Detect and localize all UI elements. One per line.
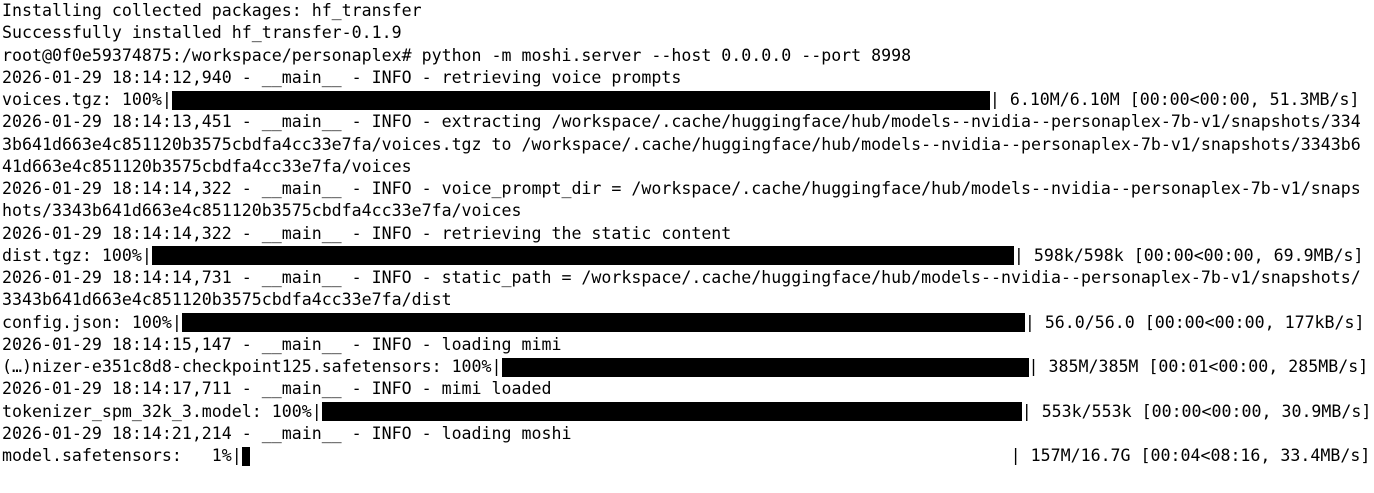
terminal-line-text: 2026-01-29 18:14:17,711 - __main__ - INF…: [2, 379, 552, 399]
terminal-line-text: 2026-01-29 18:14:13,451 - __main__ - INF…: [2, 112, 1361, 132]
terminal-line-text: 2026-01-29 18:14:14,322 - __main__ - INF…: [2, 223, 732, 243]
progress-bar-track: [181, 312, 1025, 334]
progress-bar-stats: 598k/598k [00:00<00:00, 69.9MB/s]: [1023, 245, 1364, 265]
terminal-line: 2026-01-29 18:14:15,147 - __main__ - INF…: [0, 334, 1374, 356]
progress-bar-row: config.json: 100%| | 56.0/56.0 [00:00<00:…: [0, 312, 1374, 334]
progress-bar-stats: | 157M/16.7G [00:04<08:16, 33.4MB/s]: [1010, 446, 1371, 465]
terminal-line: 2026-01-29 18:14:14,731 - __main__ - INF…: [0, 267, 1374, 289]
progress-bar-row: (…)nizer-e351c8d8-checkpoint125.safetens…: [0, 356, 1374, 378]
terminal-line-text: hots/3343b641d663e4c851120b3575cbdfa4cc3…: [2, 201, 522, 221]
terminal-line-text: 3343b641d663e4c851120b3575cbdfa4cc33e7fa…: [2, 290, 452, 310]
progress-bar-stats: 6.10M/6.10M [00:00<00:00, 51.3MB/s]: [999, 90, 1360, 109]
progress-bar-row: tokenizer_spm_32k_3.model: 100%| | 553k/5…: [0, 401, 1374, 423]
progress-bar-fill: [241, 446, 250, 466]
terminal-line: 3343b641d663e4c851120b3575cbdfa4cc33e7fa…: [0, 289, 1374, 311]
progress-bar-gap: [250, 445, 1011, 467]
progress-bar-fill: [501, 357, 1029, 377]
progress-bar-label: dist.tgz: 100%|: [2, 245, 152, 265]
terminal-line-text: Successfully installed hf_transfer-0.1.9: [2, 23, 402, 43]
progress-bar-end-pipe: |: [1021, 401, 1032, 421]
progress-bar-row: voices.tgz: 100%| | 6.10M/6.10M [00:00<00…: [0, 89, 1374, 111]
terminal-line: 2026-01-29 18:14:14,322 - __main__ - INF…: [0, 223, 1374, 245]
progress-bar-end-pipe: |: [989, 90, 1000, 109]
progress-bar-end-pipe: |: [1013, 245, 1024, 265]
progress-bar-track: [501, 356, 1029, 378]
terminal-line: root@0f0e59374875:/workspace/personaplex…: [0, 45, 1374, 67]
terminal-line: 2026-01-29 18:14:21,214 - __main__ - INF…: [0, 423, 1374, 445]
progress-bar-row: model.safetensors: 1%| | 157M/16.7G [00:0…: [0, 445, 1374, 467]
terminal-line: Successfully installed hf_transfer-0.1.9: [0, 22, 1374, 44]
progress-bar-label: model.safetensors: 1%|: [2, 446, 242, 465]
terminal-line-text: Installing collected packages: hf_transf…: [2, 1, 422, 20]
progress-bar-fill: [171, 90, 990, 110]
progress-bar-track: [241, 445, 250, 467]
progress-bar-end-pipe: |: [1024, 312, 1035, 332]
terminal-line: 2026-01-29 18:14:13,451 - __main__ - INF…: [0, 111, 1374, 133]
progress-bar-stats: 56.0/56.0 [00:00<00:00, 177kB/s]: [1034, 312, 1365, 332]
terminal-line: 3b641d663e4c851120b3575cbdfa4cc33e7fa/vo…: [0, 134, 1374, 156]
terminal-line-text: root@0f0e59374875:/workspace/personaplex…: [2, 45, 912, 65]
terminal-line-text: 41d663e4c851120b3575cbdfa4cc33e7fa/voice…: [2, 156, 412, 176]
terminal-line-text: 2026-01-29 18:14:21,214 - __main__ - INF…: [2, 423, 572, 443]
progress-bar-stats: 553k/553k [00:00<00:00, 30.9MB/s]: [1031, 401, 1372, 421]
terminal-line-text: 2026-01-29 18:14:14,731 - __main__ - INF…: [2, 268, 1361, 287]
terminal-line: 2026-01-29 18:14:12,940 - __main__ - INF…: [0, 67, 1374, 89]
progress-bar-label: config.json: 100%|: [2, 312, 182, 332]
terminal-line-text: 3b641d663e4c851120b3575cbdfa4cc33e7fa/vo…: [2, 134, 1361, 154]
terminal-line-text: 2026-01-29 18:14:15,147 - __main__ - INF…: [2, 334, 562, 354]
progress-bar-track: [151, 245, 1014, 267]
progress-bar-label: (…)nizer-e351c8d8-checkpoint125.safetens…: [2, 357, 502, 376]
progress-bar-fill: [151, 246, 1014, 266]
progress-bar-label: voices.tgz: 100%|: [2, 90, 172, 109]
terminal-line: 2026-01-29 18:14:17,711 - __main__ - INF…: [0, 378, 1374, 400]
terminal-line: hots/3343b641d663e4c851120b3575cbdfa4cc3…: [0, 200, 1374, 222]
terminal-line: 41d663e4c851120b3575cbdfa4cc33e7fa/voice…: [0, 156, 1374, 178]
progress-bar-fill: [181, 313, 1025, 333]
progress-bar-track: [171, 89, 990, 111]
terminal-line-text: 2026-01-29 18:14:12,940 - __main__ - INF…: [2, 67, 682, 87]
terminal-line-text: 2026-01-29 18:14:14,322 - __main__ - INF…: [2, 179, 1361, 198]
progress-bar-stats: 385M/385M [00:01<00:00, 285MB/s]: [1038, 357, 1369, 376]
progress-bar-fill: [321, 402, 1022, 422]
progress-bar-row: dist.tgz: 100%| | 598k/598k [00:00<00:00,…: [0, 245, 1374, 267]
terminal-line: Installing collected packages: hf_transf…: [0, 0, 1374, 22]
progress-bar-track: [321, 401, 1022, 423]
terminal-line: 2026-01-29 18:14:14,322 - __main__ - INF…: [0, 178, 1374, 200]
progress-bar-label: tokenizer_spm_32k_3.model: 100%|: [2, 401, 322, 421]
progress-bar-end-pipe: |: [1028, 357, 1039, 376]
